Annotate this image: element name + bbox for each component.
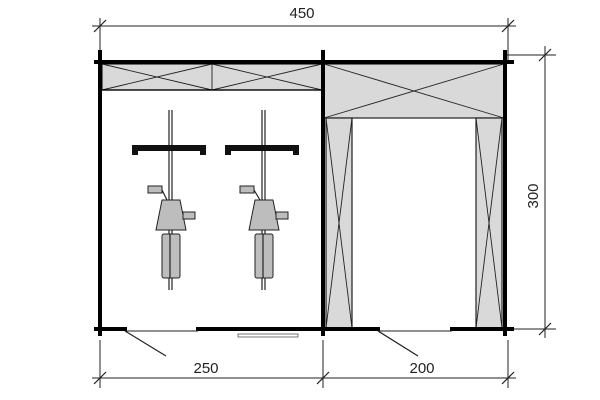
dimension-label-right: 200	[409, 360, 434, 377]
dimension-label-left: 250	[193, 360, 218, 377]
dimension-label-top: 450	[289, 5, 314, 22]
walls	[94, 50, 514, 336]
dimension-label-height: 300	[525, 183, 542, 208]
pillar-right	[475, 117, 503, 329]
threshold-strip	[237, 333, 299, 338]
dimension-right: 300	[505, 46, 556, 338]
dimension-top: 450	[92, 5, 516, 60]
dimension-bottom: 250 200	[92, 340, 516, 388]
bicycle-1	[132, 110, 206, 290]
top-beam-left	[101, 63, 323, 91]
pillar-left	[325, 117, 353, 329]
door-right	[377, 330, 452, 357]
top-beam-right	[323, 63, 505, 119]
bicycle-2	[225, 110, 299, 290]
door-left	[124, 330, 198, 357]
